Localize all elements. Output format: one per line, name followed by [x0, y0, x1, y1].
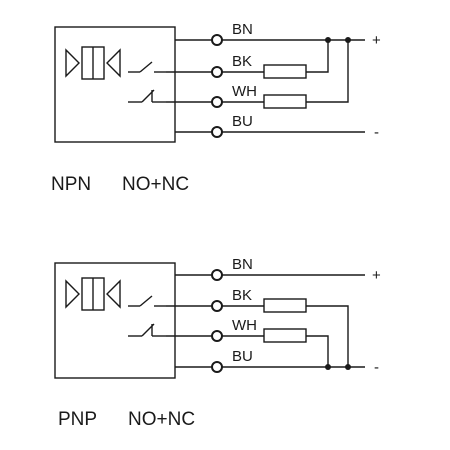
npn-positive-label: + [372, 32, 381, 49]
pnp-wire-label-bn: BN [232, 256, 253, 273]
npn-caption-type: NPN [51, 174, 91, 195]
npn-wire-label-bn: BN [232, 21, 253, 38]
pnp-terminal-bn [211, 269, 223, 281]
npn-terminal-wh [211, 96, 223, 108]
pnp-terminal-bk [211, 300, 223, 312]
pnp-caption-type: PNP [58, 409, 97, 430]
npn-junction-dot [325, 37, 331, 43]
pnp-sensor-body [54, 262, 176, 379]
npn-wire-label-wh: WH [232, 83, 257, 100]
npn-no-contact-icon [128, 61, 166, 73]
pnp-wire-label-bk: BK [232, 287, 252, 304]
npn-terminal-bu [211, 126, 223, 138]
npn-sensor-body [54, 26, 176, 143]
npn-junction-dot [345, 37, 351, 43]
npn-load-resistor-1 [263, 64, 307, 79]
npn-diagram: BN BK WH BU + - NPN NO+NC [51, 21, 381, 195]
pnp-terminal-bu [211, 361, 223, 373]
pnp-positive-label: + [372, 267, 381, 284]
pnp-load-resistor-2 [263, 328, 307, 343]
pnp-nc-contact-icon [128, 323, 166, 337]
pnp-diagram: BN BK WH BU + - PNP NO+NC [54, 256, 381, 430]
pnp-no-contact-icon [128, 295, 166, 307]
npn-nc-contact-icon [128, 89, 166, 103]
npn-caption-mode: NO+NC [122, 174, 189, 195]
pnp-wire-label-wh: WH [232, 317, 257, 334]
pnp-junction-dot [325, 364, 331, 370]
npn-negative-label: - [374, 124, 379, 141]
npn-wire-label-bu: BU [232, 113, 253, 130]
pnp-load-resistor-1 [263, 298, 307, 313]
pnp-caption-mode: NO+NC [128, 409, 195, 430]
npn-wire-label-bk: BK [232, 53, 252, 70]
npn-terminal-bk [211, 66, 223, 78]
npn-load-resistor-2 [263, 94, 307, 109]
pnp-junction-dot [345, 364, 351, 370]
pnp-sensor-symbol-icon [65, 277, 121, 311]
pnp-negative-label: - [374, 359, 379, 376]
pnp-terminal-wh [211, 330, 223, 342]
npn-terminal-bn [211, 34, 223, 46]
pnp-wire-label-bu: BU [232, 348, 253, 365]
npn-sensor-symbol-icon [65, 46, 121, 80]
